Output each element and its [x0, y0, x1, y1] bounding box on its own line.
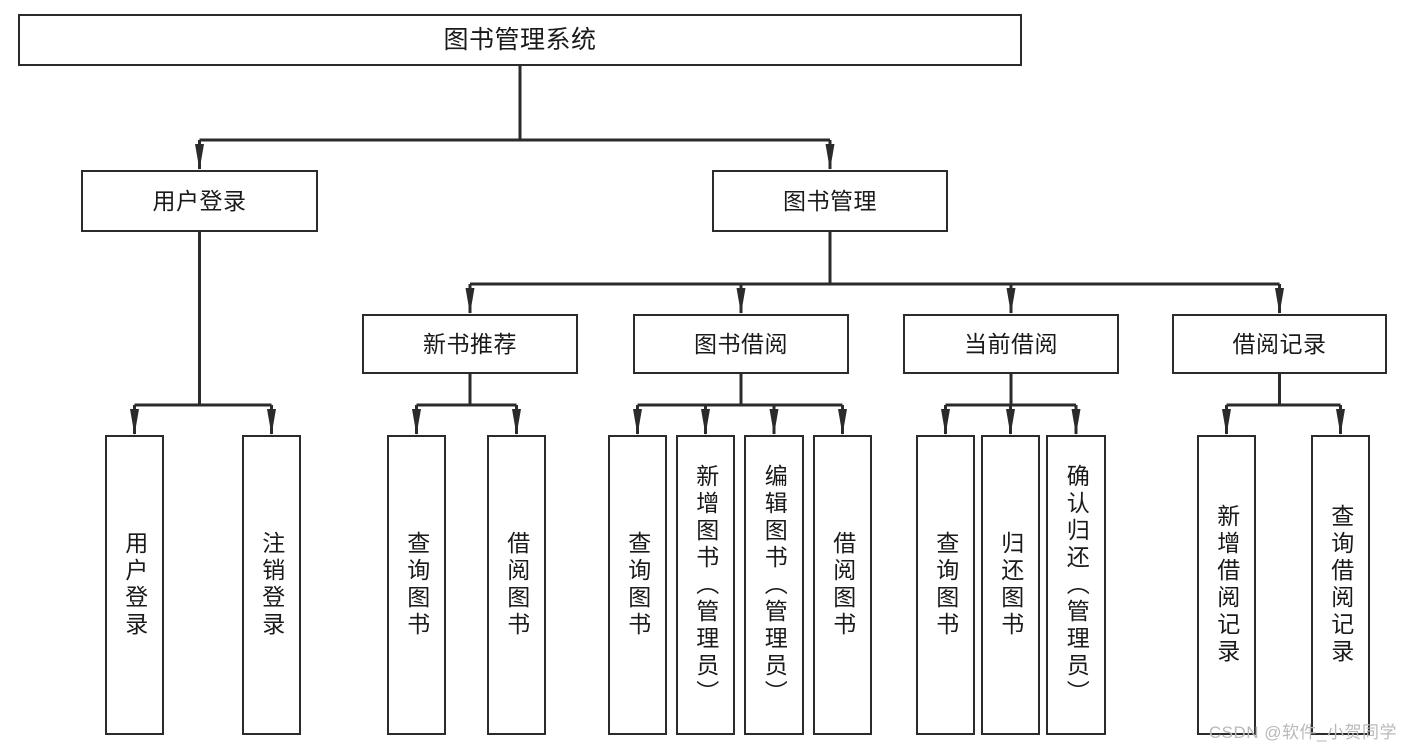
- arrowhead-icon: [1006, 409, 1015, 435]
- node-label: 编辑图书（管理员）: [761, 463, 788, 707]
- arrowhead-icon: [465, 288, 475, 314]
- arrowhead-icon: [130, 409, 139, 435]
- node-label: 用户登录: [152, 187, 247, 214]
- node-label: 图书借阅: [694, 330, 788, 357]
- node-label: 借阅记录: [1232, 330, 1327, 357]
- node-leaf-confirm-return[interactable]: 确认归还（管理员）: [1046, 435, 1106, 735]
- arrowhead-icon: [1006, 288, 1016, 314]
- node-leaf-borrow-book-2[interactable]: 借阅图书: [813, 435, 872, 735]
- node-label: 新增借阅记录: [1213, 504, 1240, 666]
- node-label: 查询图书: [403, 531, 430, 639]
- arrowhead-icon: [1275, 288, 1284, 314]
- node-leaf-query-book-1[interactable]: 查询图书: [387, 435, 446, 735]
- node-borrow-record[interactable]: 借阅记录: [1172, 314, 1387, 374]
- node-root[interactable]: 图书管理系统: [18, 14, 1022, 66]
- node-book-manage[interactable]: 图书管理: [712, 170, 948, 232]
- node-leaf-add-book[interactable]: 新增图书（管理员）: [676, 435, 735, 735]
- arrowhead-icon: [769, 409, 779, 435]
- node-label: 归还图书: [997, 531, 1024, 639]
- arrowhead-icon: [1071, 409, 1081, 435]
- node-label: 新书推荐: [423, 330, 517, 357]
- node-label: 查询图书: [624, 531, 651, 639]
- node-label: 确认归还（管理员）: [1063, 463, 1090, 707]
- node-label: 图书管理系统: [443, 25, 597, 54]
- arrowhead-icon: [701, 409, 710, 435]
- node-label: 借阅图书: [503, 531, 530, 639]
- arrowhead-icon: [195, 144, 204, 170]
- arrowhead-icon: [633, 409, 642, 435]
- arrowhead-icon: [736, 288, 746, 314]
- node-leaf-query-book-2[interactable]: 查询图书: [608, 435, 667, 735]
- arrowhead-icon: [412, 409, 421, 435]
- node-label: 当前借阅: [964, 330, 1058, 357]
- arrowhead-icon: [267, 409, 276, 435]
- node-label: 查询借阅记录: [1327, 504, 1354, 666]
- arrowhead-icon: [512, 409, 521, 435]
- node-new-book-rec[interactable]: 新书推荐: [362, 314, 578, 374]
- node-label: 注销登录: [258, 531, 285, 639]
- node-leaf-query-record[interactable]: 查询借阅记录: [1311, 435, 1370, 735]
- node-leaf-return-book[interactable]: 归还图书: [981, 435, 1040, 735]
- node-leaf-edit-book[interactable]: 编辑图书（管理员）: [744, 435, 804, 735]
- node-label: 图书管理: [783, 187, 877, 214]
- node-label: 查询图书: [932, 531, 959, 639]
- node-leaf-borrow-book-1[interactable]: 借阅图书: [487, 435, 546, 735]
- node-label: 新增图书（管理员）: [692, 463, 719, 707]
- arrowhead-icon: [1336, 409, 1345, 435]
- node-current-borrow[interactable]: 当前借阅: [903, 314, 1119, 374]
- arrowhead-icon: [941, 409, 950, 435]
- watermark-text: CSDN @软件_小贺同学: [1208, 723, 1397, 742]
- arrowhead-icon: [838, 409, 847, 435]
- node-label: 用户登录: [121, 531, 148, 639]
- node-leaf-query-book-3[interactable]: 查询图书: [916, 435, 975, 735]
- node-leaf-user-login[interactable]: 用户登录: [105, 435, 164, 735]
- node-label: 借阅图书: [829, 531, 856, 639]
- node-leaf-add-record[interactable]: 新增借阅记录: [1197, 435, 1256, 735]
- arrowhead-icon: [1222, 409, 1231, 435]
- node-book-borrow[interactable]: 图书借阅: [633, 314, 849, 374]
- arrowhead-icon: [825, 144, 835, 170]
- node-user-login[interactable]: 用户登录: [81, 170, 318, 232]
- node-leaf-logout[interactable]: 注销登录: [242, 435, 301, 735]
